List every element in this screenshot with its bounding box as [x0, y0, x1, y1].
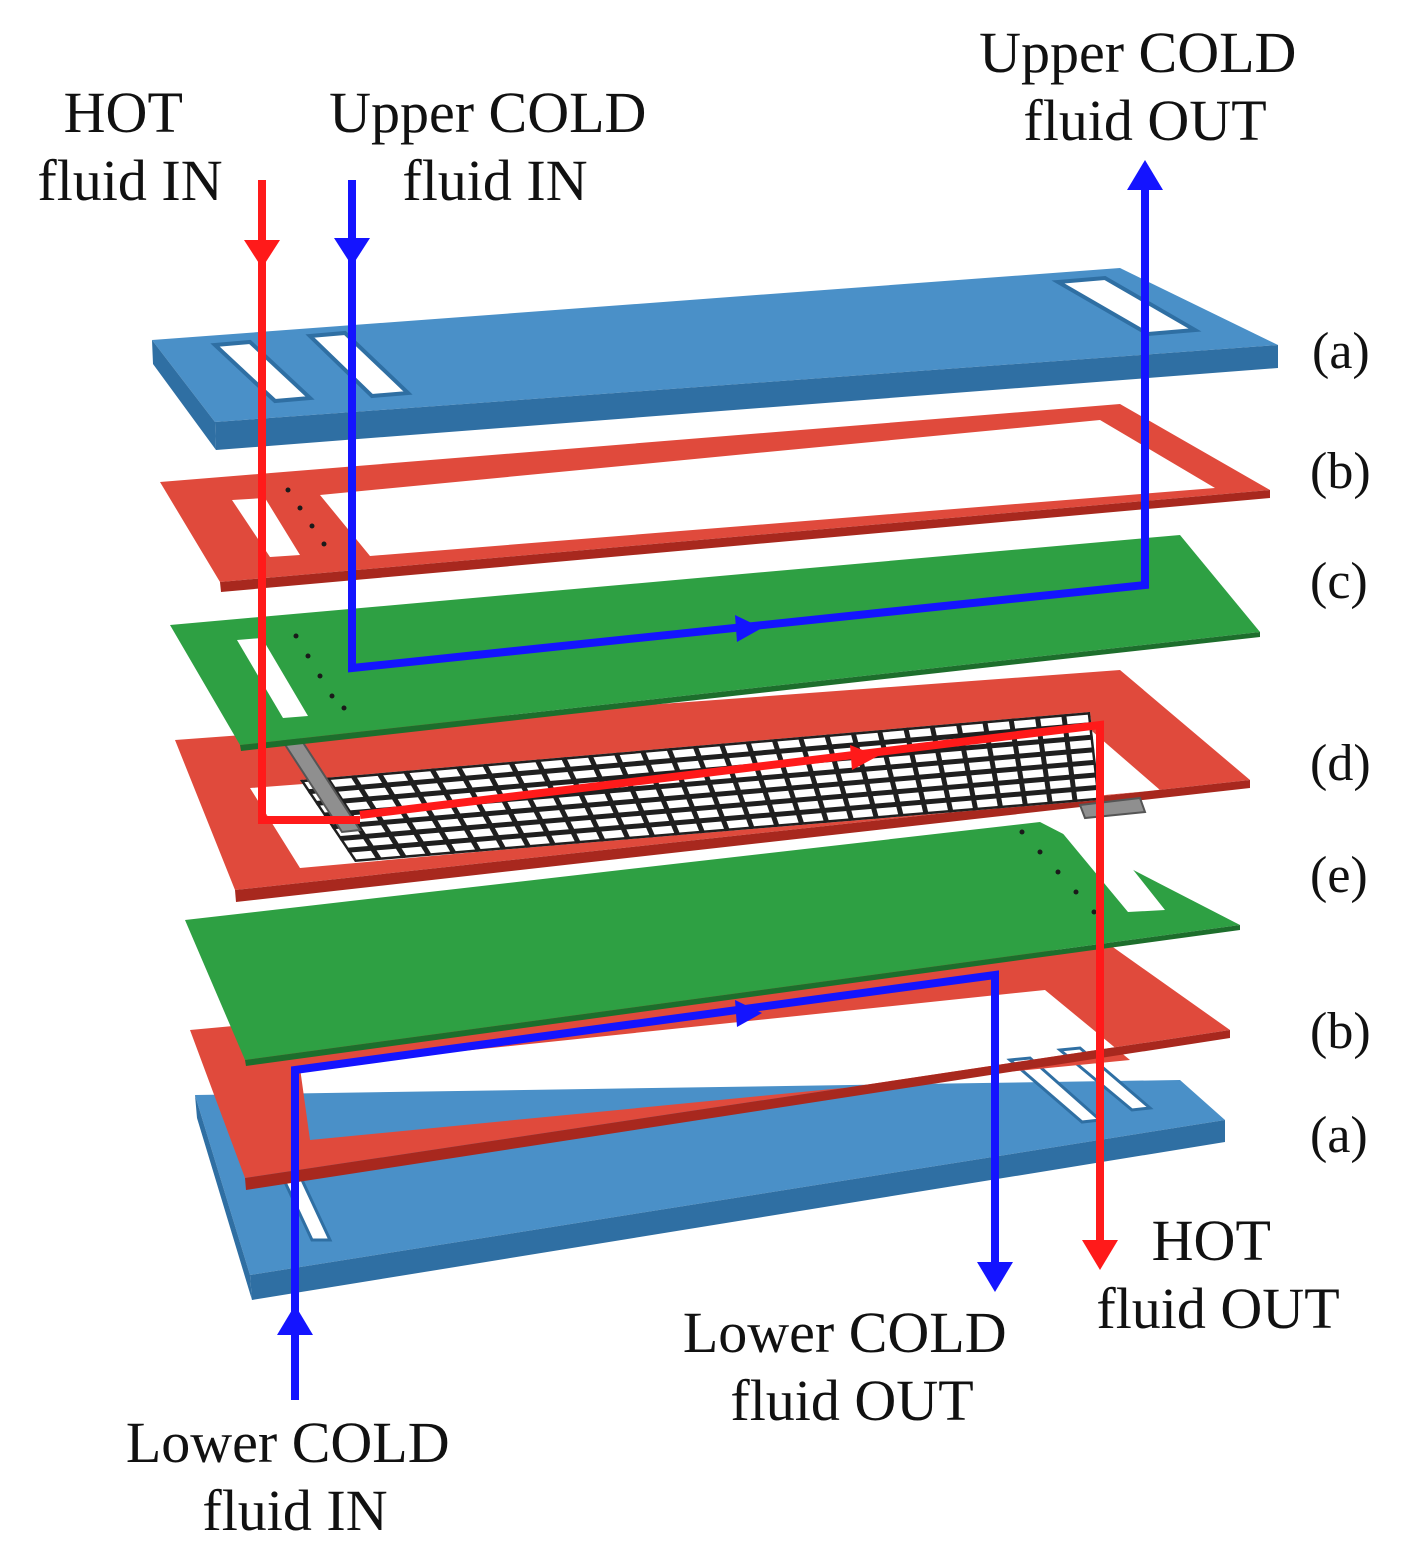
hot-inlet-arrowhead: [244, 240, 280, 268]
layer-upper-gasket: [160, 404, 1270, 592]
lower-gasket-side: [245, 1030, 1230, 1190]
hot-mesh-arrowhead: [850, 745, 878, 770]
lower-cold-outlet-arrowhead: [977, 1262, 1013, 1292]
upper-gasket-frame: [160, 404, 1270, 582]
upper-membrane-side: [240, 632, 1260, 751]
layer-labels: (a) (b) (c) (d) (e) (b) (a): [1310, 323, 1371, 1164]
hot-out-label: HOT fluid OUT: [1096, 1208, 1339, 1341]
mesh-line-horizontal: [339, 772, 1098, 842]
upper-cold-flow-path: [334, 160, 1163, 673]
layer-label-lower-membrane: (e): [1310, 847, 1368, 904]
upper-cold-out-label: Upper COLD fluid OUT: [979, 20, 1311, 153]
layer-lower-membrane: [185, 822, 1240, 1066]
spacer-gasket-side: [235, 780, 1250, 902]
top-cover-top-face: [152, 268, 1278, 422]
mesh-line-horizontal: [346, 784, 1099, 853]
lower-membrane-sheet: [185, 822, 1240, 1060]
top-cover-side-face: [215, 345, 1278, 450]
layer-label-upper-gasket: (b): [1310, 443, 1371, 500]
layer-label-upper-membrane: (c): [1310, 553, 1368, 610]
lower-membrane-side: [245, 925, 1240, 1066]
lower-cold-mid-arrowhead: [735, 1000, 762, 1027]
bottom-cover-side-face: [250, 1120, 1225, 1300]
lower-cold-flow-path: [277, 970, 1013, 1400]
bottom-cover-front-face: [195, 1095, 252, 1300]
lower-cold-flow-line: [291, 970, 999, 1400]
lower-cold-in-label: Lower COLD fluid IN: [126, 1410, 464, 1543]
hot-in-label: HOT fluid IN: [37, 80, 222, 213]
hot-flow-inlet-line: [258, 180, 360, 824]
upper-gasket-side: [220, 490, 1270, 592]
layer-label-spacer-gasket: (d): [1310, 735, 1371, 792]
upper-cold-mid-arrowhead: [735, 615, 762, 642]
lower-membrane-holes: [1019, 829, 1097, 915]
lower-membrane-slot: [1060, 828, 1165, 912]
layer-top-cover: [152, 268, 1278, 450]
upper-cold-outlet-arrowhead: [1127, 160, 1163, 190]
upper-membrane-holes: [293, 633, 347, 711]
upper-cold-inlet-arrowhead: [334, 238, 370, 266]
upper-membrane-sheet: [170, 535, 1260, 745]
mesh-line-horizontal: [331, 759, 1096, 830]
lower-cold-out-label: Lower COLD fluid OUT: [683, 1300, 1021, 1433]
top-cover-slot-cold-out: [1051, 275, 1202, 337]
upper-membrane-slot: [237, 638, 308, 718]
top-cover-front-face: [152, 340, 216, 450]
layer-label-bottom-cover: (a): [1310, 1107, 1368, 1164]
lower-cold-inlet-arrowhead: [277, 1305, 313, 1335]
hot-flow-mesh-line: [359, 720, 1104, 1252]
hot-outlet-arrowhead: [1082, 1240, 1118, 1270]
hot-flow-path: [244, 180, 1118, 1270]
layer-upper-membrane: [170, 535, 1260, 751]
upper-cold-in-label: Upper COLD fluid IN: [329, 80, 661, 213]
layer-label-lower-gasket: (b): [1310, 1003, 1371, 1060]
mesh-line-horizontal: [307, 722, 1092, 795]
layer-label-top-cover: (a): [1312, 323, 1370, 380]
upper-gasket-holes: [285, 487, 327, 547]
